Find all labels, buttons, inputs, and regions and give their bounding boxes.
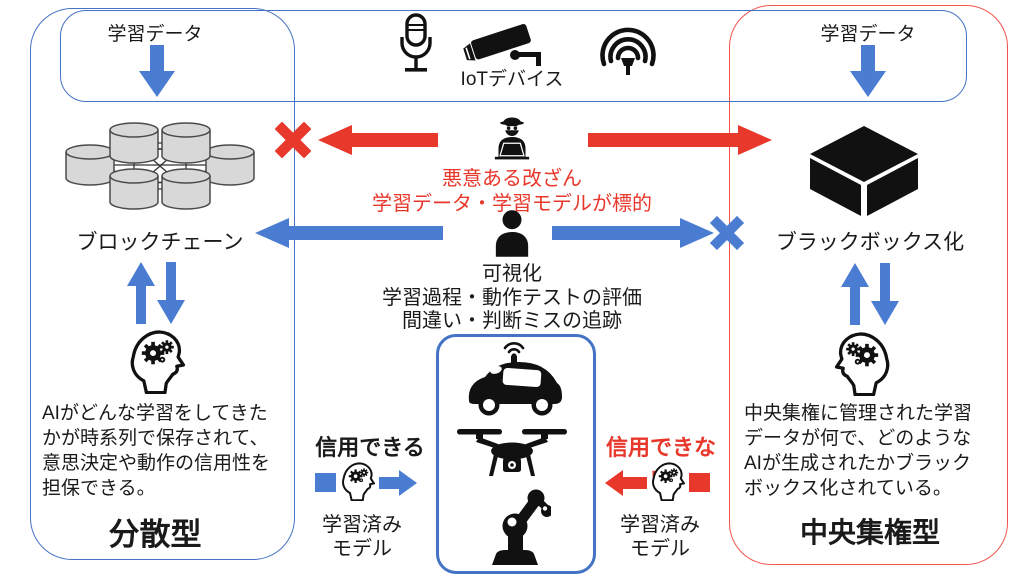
distributed-description-line: AIがどんな学習をしてきた [42,403,268,424]
trusted-model-chip [315,473,336,492]
centralized-description-line: データが何で、どのような [744,428,972,449]
black-box-label: ブラックボックス化 [775,231,965,254]
centralized-description: 中央集権に管理された学習 データが何で、どのような AIが生成されたかブラック … [744,401,996,501]
centralized-panel-border [729,5,1008,565]
attack-arrow-right [588,125,772,155]
centralized-description-line: ボックス化されている。 [744,478,952,499]
visibility-arrow-right [552,218,714,248]
down-arrow-left [139,45,175,97]
iot-data-bar-border [60,10,967,102]
distributed-description-line: 担保できる。 [42,478,156,499]
trusted-label: 信用できる [315,435,425,460]
distributed-panel-border [30,8,295,560]
untrusted-model-chip [689,473,710,492]
black-box-icon [810,126,918,216]
trusted-model-label-line2: モデル [332,538,392,560]
block-x-icon-left [275,122,311,158]
distributed-description-line: 意思決定や動作の信用性を [42,453,271,474]
centralized-description-line: 中央集権に管理された学習 [744,403,973,424]
attack-arrow-left [318,125,438,155]
trusted-arrow [379,470,417,496]
centralized-description-line: AIが生成されたかブラック [744,453,971,474]
cctv-camera-icon [463,23,541,66]
down-arrow-right [850,45,886,97]
attack-text-line1: 悪意ある改ざん [442,168,582,190]
sync-arrows-right [841,263,899,325]
robot-arm-icon [492,489,551,565]
centralized-title: 中央集権型 [799,517,940,548]
attack-text-line2: 学習データ・学習モデルが標的 [372,193,652,215]
untrusted-model-head-icon [648,459,688,503]
distributed-description: AIがどんな学習をしてきた かが時系列で保存されて、 意思決定や動作の信用性を … [42,401,294,501]
person-icon [495,210,529,257]
training-data-label-left: 学習データ [107,24,203,45]
visibility-text-line3: 間違い・判断ミスの追跡 [402,310,622,332]
trusted-model-label-line1: 学習済み [322,514,402,536]
wifi-antenna-icon [600,27,656,75]
trusted-model-head-icon [338,459,378,503]
sync-arrows-left [127,262,185,324]
distributed-description-line: かが時系列で保存されて、 [42,428,269,449]
autonomous-car-icon [468,342,562,416]
untrusted-arrow [605,470,647,496]
blockchain-network-icon [65,122,255,210]
block-x-icon-right [710,216,744,250]
ai-head-gears-icon-left [124,326,190,396]
iot-devices-label: IoTデバイス [460,69,564,90]
training-data-label-right: 学習データ [820,24,916,45]
ai-head-gears-icon-right [830,328,896,398]
untrusted-model-label-line2: モデル [630,538,690,560]
microphone-icon [400,13,432,72]
distributed-title: 分散型 [108,517,202,552]
visibility-arrow-left [255,218,443,248]
untrusted-model-label-line1: 学習済み [620,514,700,536]
blockchain-label: ブロックチェーン [76,231,244,254]
drone-icon [457,429,567,476]
visibility-text-line1: 可視化 [482,263,542,285]
hacker-icon [494,117,530,160]
visibility-text-line2: 学習過程・動作テストの評価 [382,287,642,309]
